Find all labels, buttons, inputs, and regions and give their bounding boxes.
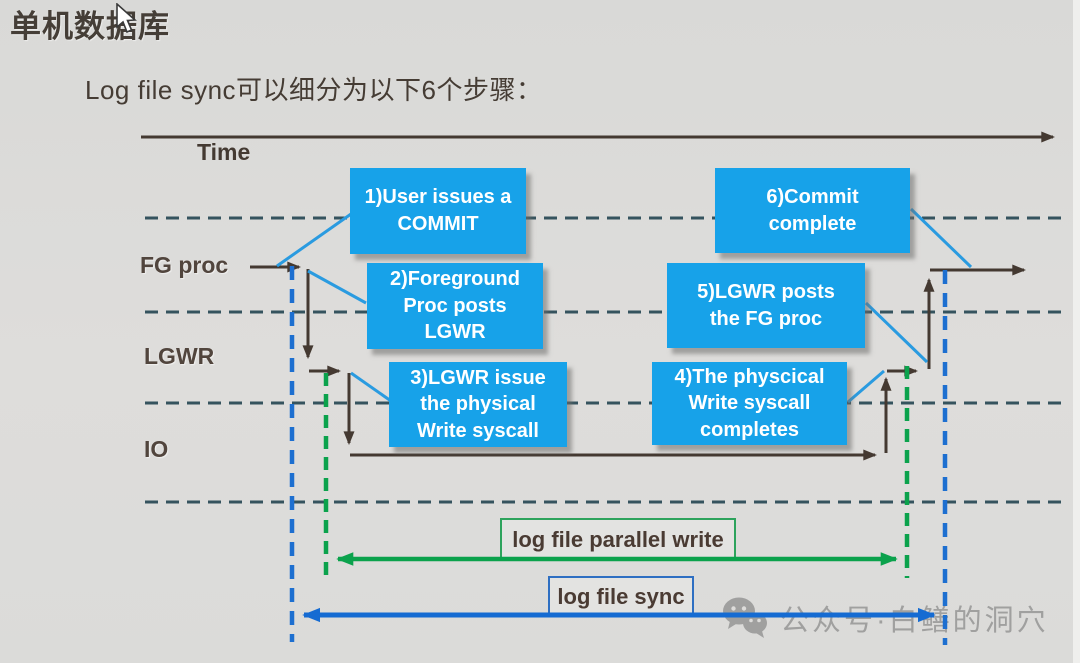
lane-label-fg-proc: FG proc <box>140 252 229 278</box>
log-file-sync-label: log file sync <box>548 576 694 617</box>
screen-edge-strip <box>1073 0 1080 663</box>
time-axis-label: Time <box>197 139 251 165</box>
watermark: 公众号·白鳝的洞穴 <box>722 596 1049 640</box>
step-box-1: 1)User issues a COMMIT <box>350 168 526 254</box>
step-box-6: 6)Commit complete <box>715 168 910 253</box>
lane-dash-lines <box>145 216 1066 504</box>
lane-label-io: IO <box>144 436 169 462</box>
step-box-3: 3)LGWR issue the physical Write syscall <box>389 362 567 447</box>
subtitle: Log file sync可以细分为以下6个步骤： <box>85 75 543 105</box>
step-box-5: 5)LGWR posts the FG proc <box>667 263 865 348</box>
log-file-parallel-write-label: log file parallel write <box>500 518 736 561</box>
step-box-2: 2)Foreground Proc posts LGWR <box>367 263 543 349</box>
step-box-4: 4)The physcical Write syscall completes <box>652 362 847 445</box>
page-title: 单机数据库 <box>10 9 170 44</box>
wechat-icon <box>723 597 767 638</box>
lane-label-lgwr: LGWR <box>144 343 215 369</box>
watermark-text: 公众号·白鳝的洞穴 <box>780 605 1049 637</box>
